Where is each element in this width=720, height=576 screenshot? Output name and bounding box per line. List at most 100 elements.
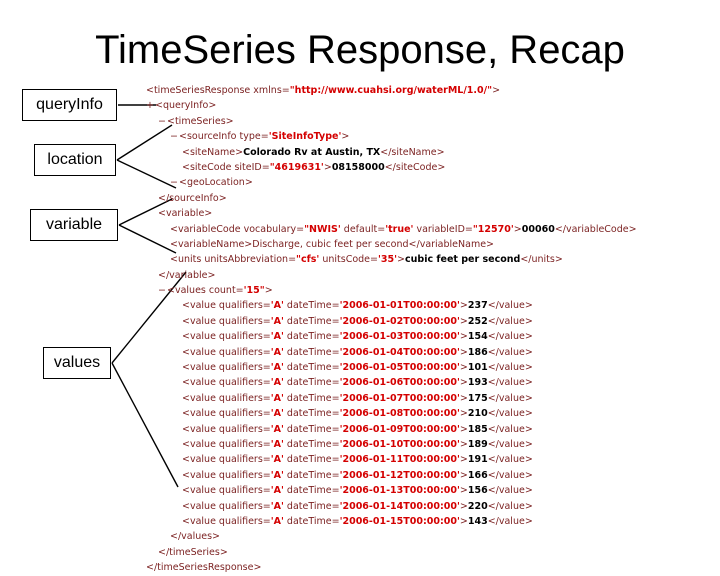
xml-text-value: 193	[467, 377, 488, 389]
xml-bracket-close: >	[459, 423, 468, 435]
xml-tag-value-close: </value>	[487, 485, 533, 497]
xml-attr-qualifiers-value: 'A'	[270, 438, 284, 450]
xml-tag-value-open: <value qualifiers=	[182, 377, 271, 389]
xml-tag-values-close: </values>	[170, 531, 221, 543]
xml-bracket-close: >	[459, 500, 468, 512]
xml-text-variablename: Discharge, cubic feet per second	[252, 238, 409, 250]
xml-tag-timeseries-close: </timeSeries>	[158, 546, 228, 558]
xml-line-values-close: </values>	[140, 529, 720, 544]
xml-line-value-row: <value qualifiers='A' dateTime='2006-01-…	[140, 375, 720, 390]
xml-tag-value-close: </value>	[487, 392, 533, 404]
collapse-toggle-icon[interactable]: −	[158, 115, 166, 127]
xml-bracket-close: >	[264, 285, 273, 297]
callout-label-values: values	[53, 354, 101, 371]
xml-tag-value-close: </value>	[487, 362, 533, 374]
xml-line-value-row: <value qualifiers='A' dateTime='2006-01-…	[140, 298, 720, 313]
xml-tag-timeseriesresponse-close: </timeSeriesResponse>	[146, 562, 262, 574]
xml-attr-qualifiers-value: 'A'	[270, 408, 284, 420]
xml-tag-units-close: </units>	[520, 254, 563, 266]
xml-line-units: <units unitsAbbreviation="cfs' unitsCode…	[140, 252, 720, 267]
xml-text-value: 175	[467, 392, 488, 404]
xml-tree-view: <timeSeriesResponse xmlns="http://www.cu…	[140, 83, 720, 576]
xml-line-value-row: <value qualifiers='A' dateTime='2006-01-…	[140, 345, 720, 360]
xml-bracket-close: >	[459, 408, 468, 420]
xml-bracket-close: >	[459, 454, 468, 466]
xml-bracket-close: >	[513, 223, 522, 235]
callout-connector-lines	[111, 104, 187, 488]
xml-attr-variableid-name: variableID=	[413, 223, 473, 235]
xml-tag-value-close: </value>	[487, 515, 533, 527]
xml-line-value-row: <value qualifiers='A' dateTime='2006-01-…	[140, 483, 720, 498]
xml-attr-datetime-name: dateTime=	[283, 469, 340, 481]
callout-box-location: location	[34, 144, 116, 176]
callout-label-queryinfo: queryInfo	[36, 96, 103, 113]
xml-bracket-close: >	[323, 161, 332, 173]
xml-attr-siteid-value: "4619631'	[269, 161, 324, 173]
xml-text-value: 189	[467, 438, 488, 450]
xml-attr-datetime-value: '2006-01-01T00:00:00'	[339, 300, 460, 312]
xml-attr-datetime-name: dateTime=	[283, 408, 340, 420]
collapse-toggle-icon[interactable]: −	[170, 131, 178, 143]
xml-tag-variablecode-open: <variableCode vocabulary=	[170, 223, 305, 235]
xml-text-variablecode: 00060	[521, 223, 555, 235]
xml-attr-datetime-value: '2006-01-07T00:00:00'	[339, 392, 460, 404]
xml-tag-variable-close: </variable>	[158, 269, 216, 281]
xml-bracket-close: >	[459, 515, 468, 527]
xml-tag-sitecode-open: <siteCode siteID=	[182, 161, 270, 173]
xml-attr-datetime-value: '2006-01-15T00:00:00'	[339, 515, 460, 527]
expand-toggle-icon[interactable]: +	[146, 100, 154, 112]
xml-bracket-close: >	[397, 254, 405, 266]
xml-line-queryinfo[interactable]: +<queryInfo>	[140, 98, 720, 113]
xml-line-root-close: </timeSeriesResponse>	[140, 560, 720, 575]
xml-tag-variablename-close: </variableName>	[408, 238, 495, 250]
xml-bracket-close: >	[459, 346, 468, 358]
xml-tag-value-open: <value qualifiers=	[182, 362, 271, 374]
xml-tag-value-close: </value>	[487, 454, 533, 466]
xml-tag-sourceinfo: <sourceInfo type=	[179, 131, 269, 143]
xml-attr-unitscode-value: '35'	[377, 254, 398, 266]
xml-attr-datetime-value: '2006-01-09T00:00:00'	[339, 423, 460, 435]
xml-attr-default-name: default=	[340, 223, 386, 235]
xml-line-sitecode: <siteCode siteID="4619631'>08158000</sit…	[140, 160, 720, 175]
xml-attr-qualifiers-value: 'A'	[270, 454, 284, 466]
xml-line-variablecode: <variableCode vocabulary="NWIS' default=…	[140, 222, 720, 237]
xml-attr-datetime-name: dateTime=	[283, 362, 340, 374]
xml-attr-qualifiers-value: 'A'	[270, 377, 284, 389]
xml-text-value: 186	[467, 346, 488, 358]
xml-line-root-open: <timeSeriesResponse xmlns="http://www.cu…	[140, 83, 720, 98]
xml-attr-datetime-name: dateTime=	[283, 454, 340, 466]
xml-tag-value-close: </value>	[487, 377, 533, 389]
xml-line-sourceinfo-open[interactable]: −<sourceInfo type='SiteInfoType'>	[140, 129, 720, 144]
xml-bracket-close: >	[459, 315, 468, 327]
xml-attr-unitsabbrev-value: "cfs'	[296, 254, 320, 266]
xml-line-geolocation[interactable]: −<geoLocation>	[140, 175, 720, 190]
xml-attr-datetime-value: '2006-01-03T00:00:00'	[339, 331, 460, 343]
xml-line-value-row: <value qualifiers='A' dateTime='2006-01-…	[140, 314, 720, 329]
xml-tag-queryinfo: <queryInfo>	[155, 100, 217, 112]
xml-tag-value-open: <value qualifiers=	[182, 315, 271, 327]
xml-text-sitename: Colorado Rv at Austin, TX	[243, 146, 381, 158]
xml-tag-variable-open: <variable>	[158, 208, 213, 220]
xml-line-values-open[interactable]: −<values count='15">	[140, 283, 720, 298]
xml-text-value: 220	[467, 500, 488, 512]
xml-line-value-row: <value qualifiers='A' dateTime='2006-01-…	[140, 406, 720, 421]
xml-attr-qualifiers-value: 'A'	[270, 485, 284, 497]
xml-tag-value-close: </value>	[487, 315, 533, 327]
xml-bracket-close: >	[459, 331, 468, 343]
slide-canvas: TimeSeries Response, Recap queryInfo loc…	[22, 28, 637, 573]
xml-attr-datetime-name: dateTime=	[283, 377, 340, 389]
callout-label-variable: variable	[45, 216, 103, 233]
xml-line-timeseries-open[interactable]: −<timeSeries>	[140, 114, 720, 129]
xml-tag-sitecode-close: </siteCode>	[384, 161, 446, 173]
xml-attr-qualifiers-value: 'A'	[270, 315, 284, 327]
xml-text-value: 154	[467, 331, 488, 343]
xml-bracket-close: >	[459, 392, 468, 404]
xml-tag-timeseries: <timeSeries>	[167, 115, 234, 127]
collapse-toggle-icon[interactable]: −	[170, 177, 178, 189]
xml-line-variablename: <variableName>Discharge, cubic feet per …	[140, 237, 720, 252]
xml-attr-datetime-value: '2006-01-08T00:00:00'	[339, 408, 460, 420]
xml-attr-qualifiers-value: 'A'	[270, 515, 284, 527]
xml-tag-value-open: <value qualifiers=	[182, 423, 271, 435]
xml-attr-datetime-name: dateTime=	[283, 300, 340, 312]
collapse-toggle-icon[interactable]: −	[158, 285, 166, 297]
